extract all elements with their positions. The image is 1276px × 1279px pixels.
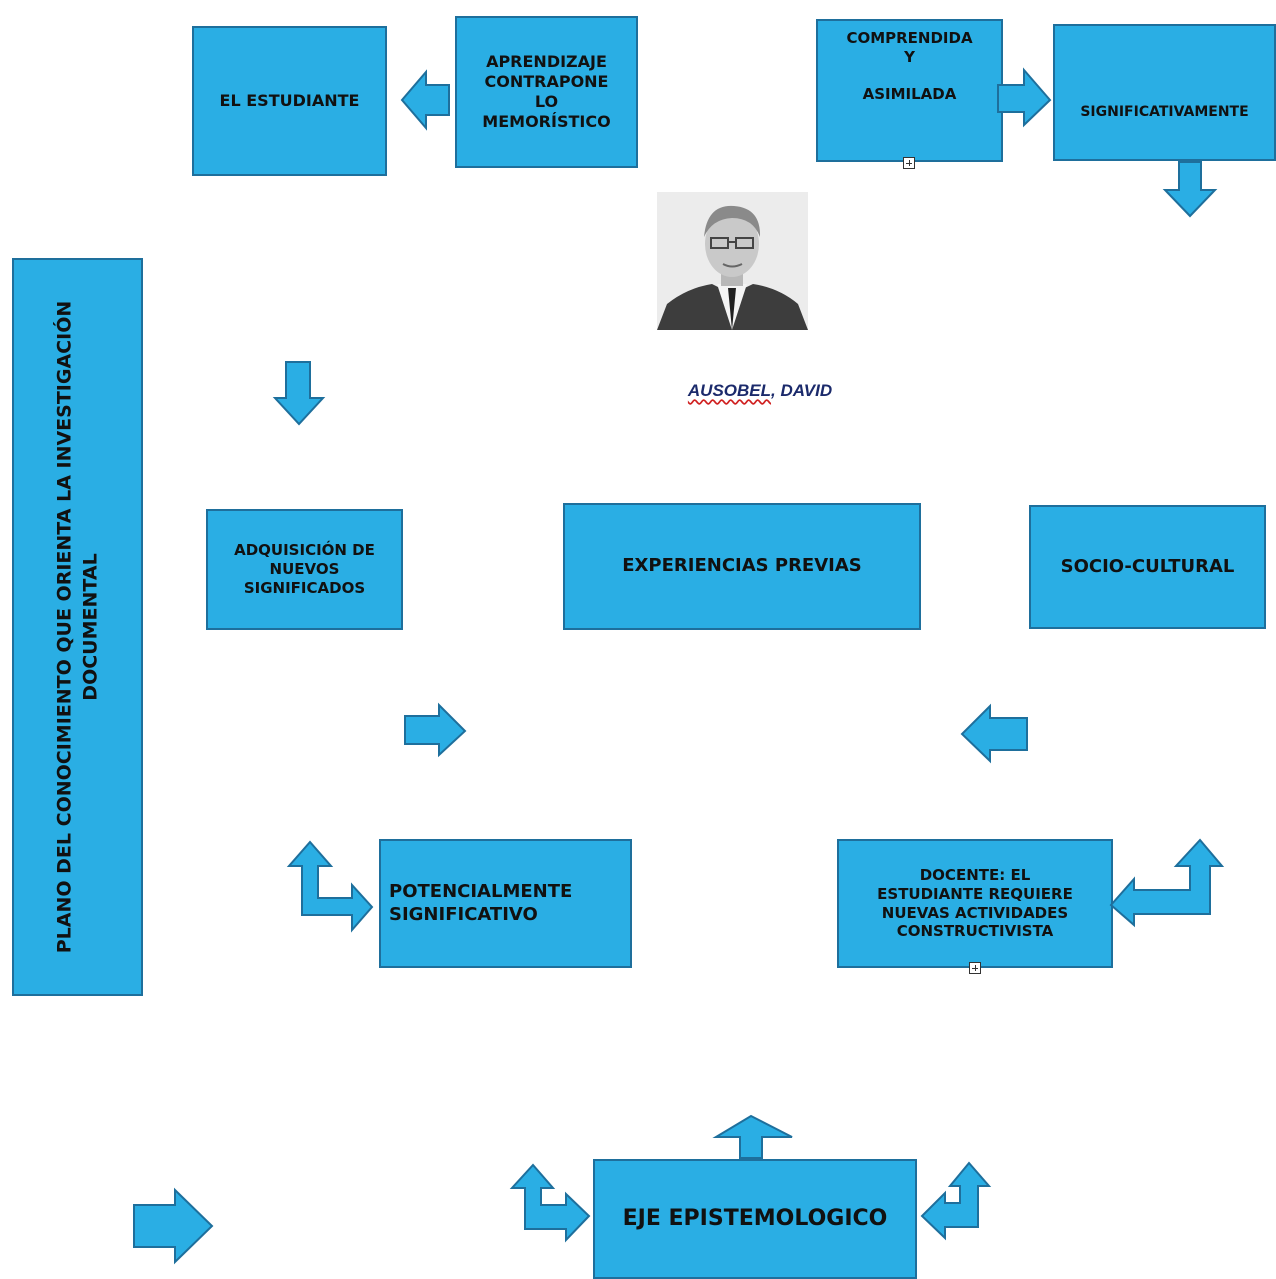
box-adquisicion[interactable]: ADQUISICIÓN DE NUEVOS SIGNIFICADOS [206,509,403,630]
bent-arrow-icon [920,1161,992,1241]
box-eje-epistemologico-label: EJE EPISTEMOLOGICO [622,1206,888,1232]
box-socio-cultural-label: SOCIO-CULTURAL [1060,555,1235,577]
portrait-photo [657,192,808,330]
author-rest: , DAVID [771,381,833,400]
box-docente[interactable]: DOCENTE: EL ESTUDIANTE REQUIERE NUEVAS A… [837,839,1113,968]
box-eje-epistemologico[interactable]: EJE EPISTEMOLOGICO [593,1159,917,1279]
box-significativamente-label: SIGNIFICATIVAMENTE [1080,103,1249,120]
arrow-down-icon [272,361,326,426]
arrow-left-icon [400,69,450,131]
author-caption: AUSOBEL, DAVID [660,381,860,401]
box-experiencias-previas[interactable]: EXPERIENCIAS PREVIAS [563,503,921,630]
box-experiencias-previas-label: EXPERIENCIAS PREVIAS [622,555,862,577]
box-el-estudiante-label: EL ESTUDIANTE [219,91,360,110]
box-comprendida[interactable]: COMPRENDIDA Y ASIMILADA [816,19,1003,162]
arrow-up-icon [712,1114,793,1159]
arrow-right-icon [133,1187,214,1265]
box-potencialmente[interactable]: POTENCIALMENTE SIGNIFICATIVO [379,839,632,968]
arrow-left-icon [960,703,1028,764]
box-docente-label: DOCENTE: EL ESTUDIANTE REQUIERE NUEVAS A… [877,866,1073,941]
box-adquisicion-label: ADQUISICIÓN DE NUEVOS SIGNIFICADOS [234,541,375,597]
arrow-right-icon [404,702,467,758]
expand-icon[interactable] [903,157,915,169]
expand-icon[interactable] [969,962,981,974]
arrow-right-icon [997,67,1052,128]
bent-arrow-icon [286,840,374,933]
bent-arrow-icon [509,1163,591,1243]
box-aprendizaje[interactable]: APRENDIZAJE CONTRAPONE LO MEMORÍSTICO [455,16,638,168]
box-socio-cultural[interactable]: SOCIO-CULTURAL [1029,505,1266,629]
box-potencialmente-label: POTENCIALMENTE SIGNIFICATIVO [389,881,573,925]
box-significativamente[interactable]: SIGNIFICATIVAMENTE [1053,24,1276,161]
author-surname: AUSOBEL [687,381,772,400]
arrow-down-icon [1162,161,1218,218]
box-el-estudiante[interactable]: EL ESTUDIANTE [192,26,387,176]
box-comprendida-label: COMPRENDIDA Y ASIMILADA [846,29,973,104]
bent-arrow-icon [1109,838,1225,928]
box-plano-conocimiento[interactable]: PLANO DEL CONOCIMIENTO QUE ORIENTA LA IN… [12,258,143,996]
box-aprendizaje-label: APRENDIZAJE CONTRAPONE LO MEMORÍSTICO [482,52,611,131]
